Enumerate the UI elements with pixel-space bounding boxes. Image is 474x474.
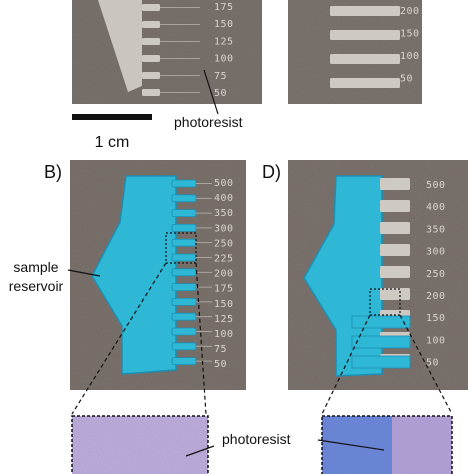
photo-panel-c: 200 150 100 50 bbox=[288, 0, 422, 104]
annotation-photoresist-bottom: photoresist bbox=[222, 431, 291, 447]
tick-label: 250 bbox=[214, 238, 234, 249]
filled-channel-tooth bbox=[351, 355, 411, 369]
annotation-sample: sample bbox=[13, 259, 58, 275]
channel-tooth bbox=[380, 244, 410, 256]
filled-channel-tooth bbox=[351, 315, 411, 329]
channel-tooth bbox=[171, 253, 197, 262]
tick-label: 150 bbox=[214, 299, 234, 310]
zoom-inset-d bbox=[321, 415, 453, 474]
channel-tooth bbox=[380, 200, 410, 212]
scale-bar bbox=[72, 114, 152, 120]
channel-tooth bbox=[171, 297, 197, 306]
tick-label: 500 bbox=[214, 178, 234, 189]
channel-tooth bbox=[171, 238, 197, 247]
tick-label: 350 bbox=[214, 208, 234, 219]
device-teeth-d bbox=[351, 178, 411, 369]
tick-label: 175 bbox=[214, 2, 234, 13]
channel-tooth bbox=[171, 223, 197, 232]
tick-label: 100 bbox=[214, 329, 234, 340]
channel-tooth bbox=[171, 268, 197, 277]
tick-label: 150 bbox=[400, 29, 420, 40]
tick-label: 300 bbox=[426, 247, 446, 258]
tick-label: 400 bbox=[214, 193, 234, 204]
device-body-a bbox=[98, 0, 142, 92]
tick-label: 125 bbox=[214, 36, 234, 47]
tick-label: 75 bbox=[214, 71, 227, 82]
tick-label: 100 bbox=[400, 51, 420, 62]
panel-label-d: D) bbox=[262, 162, 281, 182]
channel-tooth bbox=[171, 209, 197, 218]
channel-tooth bbox=[142, 89, 160, 96]
annotation-photoresist-top: photoresist bbox=[174, 114, 243, 130]
tick-label: 150 bbox=[426, 313, 446, 324]
device-teeth-a bbox=[142, 4, 200, 96]
tick-label: 125 bbox=[214, 314, 234, 325]
channel-tooth bbox=[171, 327, 197, 336]
channel-tooth bbox=[380, 178, 410, 190]
filled-channel-tooth bbox=[351, 335, 411, 349]
channel-tooth bbox=[171, 312, 197, 321]
tick-label: 225 bbox=[214, 254, 234, 265]
channel-tooth bbox=[171, 179, 197, 188]
tick-label: 500 bbox=[426, 180, 446, 191]
tick-label: 50 bbox=[400, 74, 413, 85]
tick-labels-b: 500 400 350 300 250 225 200 175 150 125 100 75 50 bbox=[214, 178, 234, 370]
tick-label: 100 bbox=[426, 335, 446, 346]
channel-tooth bbox=[171, 194, 197, 203]
tick-label: 200 bbox=[400, 6, 420, 17]
tick-labels-a: 175 150 125 100 75 50 bbox=[214, 2, 234, 99]
channel-tooth bbox=[142, 21, 160, 28]
channel-tooth bbox=[142, 4, 160, 11]
tick-labels-c: 200 150 100 50 bbox=[400, 6, 420, 85]
channel-tooth bbox=[330, 6, 400, 16]
photo-panel-d: 500 400 350 300 250 200 150 100 50 bbox=[288, 160, 468, 390]
tick-label: 200 bbox=[426, 291, 446, 302]
channel-tooth bbox=[142, 55, 160, 62]
zoom-inset-b bbox=[71, 415, 209, 474]
tick-label: 250 bbox=[426, 269, 446, 280]
channel-tooth bbox=[380, 222, 410, 234]
tick-label: 300 bbox=[214, 223, 234, 234]
tick-label: 400 bbox=[426, 202, 446, 213]
tick-label: 350 bbox=[426, 224, 446, 235]
device-teeth-b bbox=[171, 179, 212, 366]
channel-tooth bbox=[171, 283, 197, 292]
channel-tooth bbox=[142, 38, 160, 45]
photo-panel-a: 175 150 125 100 75 50 bbox=[72, 0, 262, 115]
device-teeth-c bbox=[330, 6, 400, 88]
channel-tooth bbox=[380, 266, 410, 278]
tick-labels-d: 500 400 350 300 250 200 150 100 50 bbox=[426, 180, 446, 369]
zoom-connectors bbox=[71, 262, 453, 415]
tick-label: 75 bbox=[214, 344, 227, 355]
scale-bar-label: 1 cm bbox=[95, 134, 130, 151]
channel-tooth bbox=[171, 357, 197, 366]
channel-tooth bbox=[330, 30, 400, 40]
panel-label-b: B) bbox=[44, 162, 62, 182]
tick-label: 200 bbox=[214, 269, 234, 280]
tick-label: 100 bbox=[214, 54, 234, 65]
channel-tooth bbox=[171, 342, 197, 351]
annotation-reservoir: reservoir bbox=[9, 278, 64, 294]
channel-tooth bbox=[380, 288, 410, 300]
channel-tooth bbox=[142, 72, 160, 79]
tick-label: 50 bbox=[214, 88, 227, 99]
channel-tooth bbox=[330, 54, 400, 64]
channel-tooth bbox=[330, 78, 400, 88]
tick-label: 50 bbox=[214, 359, 227, 370]
tick-label: 175 bbox=[214, 284, 234, 295]
tick-label: 150 bbox=[214, 19, 234, 30]
tick-label: 50 bbox=[426, 358, 439, 369]
zoom-box-b bbox=[165, 232, 197, 264]
sample-reservoir-b bbox=[91, 175, 177, 375]
